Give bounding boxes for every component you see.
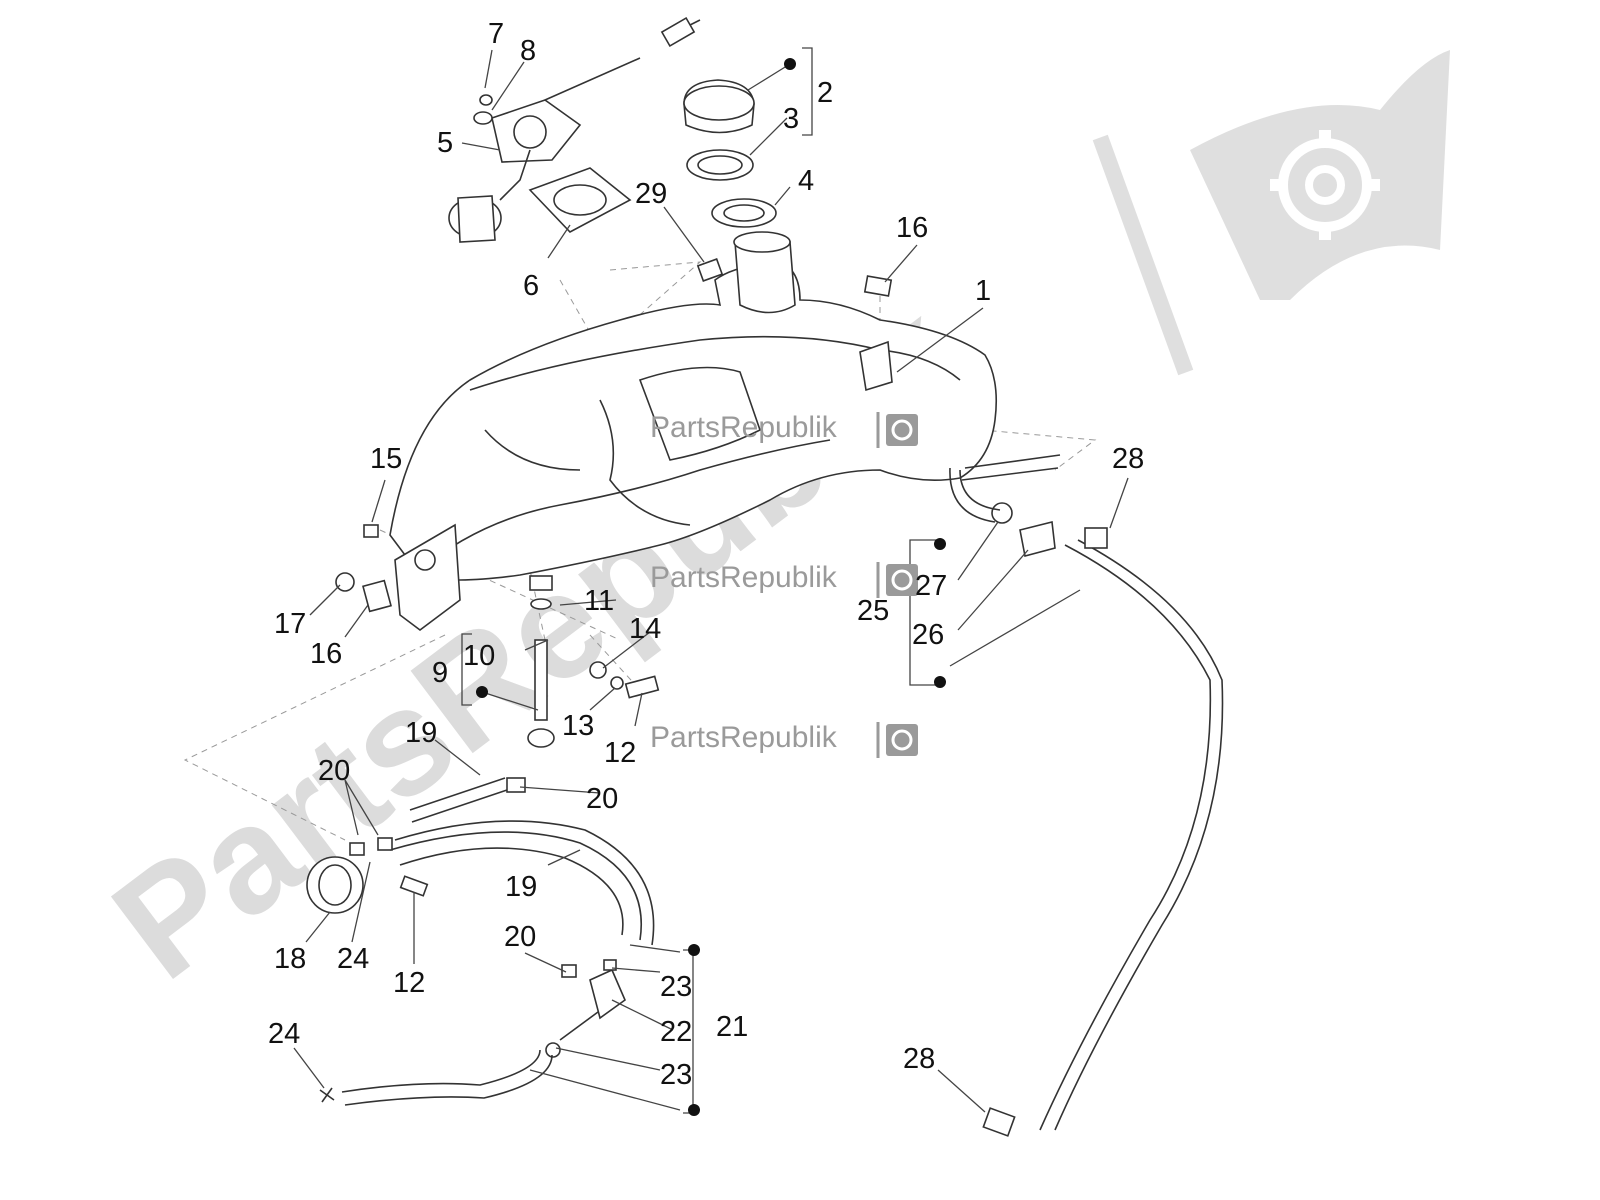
bullet-dot-icon <box>688 944 700 956</box>
callout-10: 10 <box>463 640 495 672</box>
leader-lines <box>293 47 1129 1114</box>
callout-4: 4 <box>798 165 814 197</box>
callout-labels: 1 2 3 4 5 6 7 8 9 10 11 12 12 13 14 15 1… <box>268 18 1144 1091</box>
callout-28b: 28 <box>903 1043 935 1075</box>
kit-bullet-dots <box>476 58 946 1116</box>
small-watermarks: PartsRepublik PartsRepublik PartsRepubli… <box>650 411 918 758</box>
callout-16a: 16 <box>896 212 928 244</box>
fuel-pump-assembly <box>448 16 701 243</box>
callout-17: 17 <box>274 608 306 640</box>
callout-8: 8 <box>520 35 536 67</box>
callout-15: 15 <box>370 443 402 475</box>
gear-small-icon <box>886 414 918 446</box>
watermark-small-text: PartsRepublik <box>650 411 838 444</box>
fuel-tank <box>389 231 998 631</box>
callout-19a: 19 <box>405 717 437 749</box>
bullet-dot-icon <box>784 58 796 70</box>
callout-11: 11 <box>584 585 614 617</box>
gear-small-icon <box>886 564 918 596</box>
callout-20a: 20 <box>318 755 350 787</box>
callout-16b: 16 <box>310 638 342 670</box>
callout-29: 29 <box>635 178 667 210</box>
callout-27: 27 <box>915 570 947 602</box>
callout-13: 13 <box>562 710 594 742</box>
bullet-dot-icon <box>476 686 488 698</box>
bullet-dot-icon <box>688 1104 700 1116</box>
watermark-logo: PartsRepublik <box>83 50 1450 1011</box>
callout-6: 6 <box>523 270 539 302</box>
callout-24a: 24 <box>337 943 369 975</box>
callout-5: 5 <box>437 127 453 159</box>
callout-28a: 28 <box>1112 443 1144 475</box>
callout-24b: 24 <box>268 1018 300 1050</box>
callout-9: 9 <box>432 657 448 689</box>
callout-26: 26 <box>912 619 944 651</box>
callout-23a: 23 <box>660 971 692 1003</box>
watermark-small-1: PartsRepublik <box>650 411 918 448</box>
callout-2: 2 <box>817 77 833 109</box>
watermark-small-text: PartsRepublik <box>650 561 838 594</box>
callout-12a: 12 <box>604 737 636 769</box>
callout-3: 3 <box>783 103 799 135</box>
hoses-and-clamps <box>306 454 1224 1137</box>
callout-21: 21 <box>716 1011 748 1043</box>
callout-14: 14 <box>629 613 661 645</box>
gear-small-icon <box>886 724 918 756</box>
watermark-small-2: PartsRepublik <box>650 561 918 598</box>
callout-22: 22 <box>660 1016 692 1048</box>
callout-7: 7 <box>488 18 504 50</box>
fuel-cap-assembly <box>683 79 893 297</box>
callout-12b: 12 <box>393 967 425 999</box>
callout-23b: 23 <box>660 1059 692 1091</box>
callout-25: 25 <box>857 595 889 627</box>
watermark-small-text: PartsRepublik <box>650 721 838 754</box>
callout-1: 1 <box>975 275 991 307</box>
watermark-small-3: PartsRepublik <box>650 721 918 758</box>
callout-19b: 19 <box>505 871 537 903</box>
bullet-dot-icon <box>934 538 946 550</box>
gear-flag-logo-icon <box>1092 50 1450 376</box>
callout-20b: 20 <box>586 783 618 815</box>
callout-20c: 20 <box>504 921 536 953</box>
callout-18: 18 <box>274 943 306 975</box>
bullet-dot-icon <box>934 676 946 688</box>
